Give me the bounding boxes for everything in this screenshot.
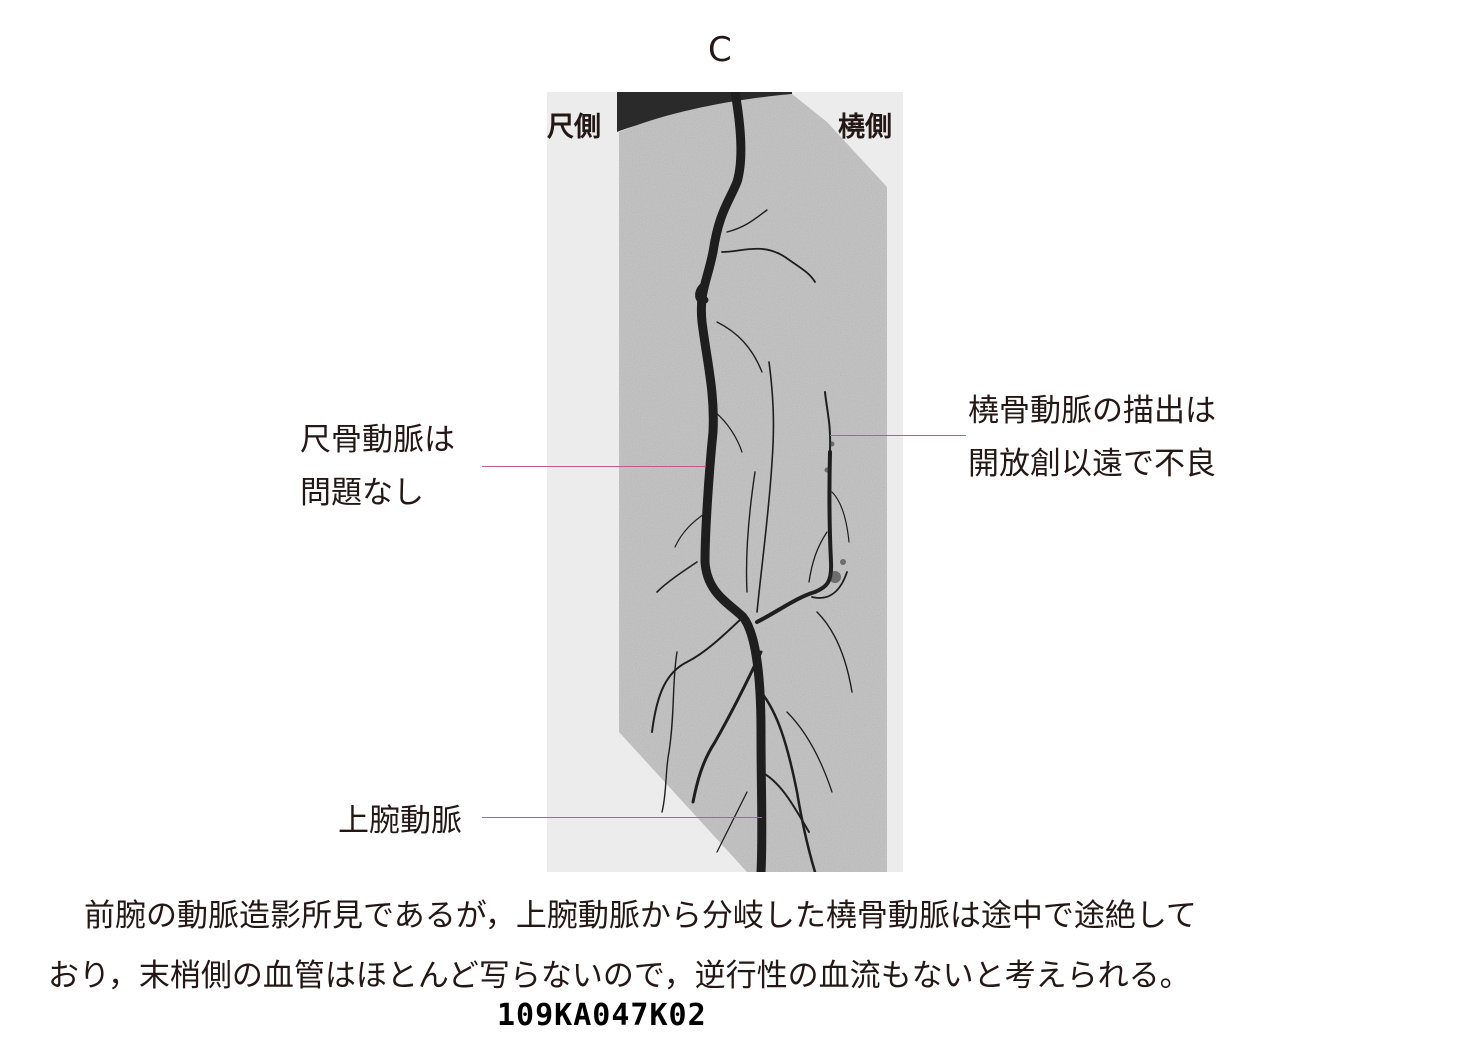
radial-annotation-line2: 開放創以遠で不良 [968, 446, 1216, 482]
radial-leader-line [830, 435, 966, 436]
caption-line2: おり，末梢側の血管はほとんど写らないので，逆行性の血流もないと考えられる。 [48, 958, 1191, 994]
angiogram-image [547, 92, 903, 872]
ulnar-leader-line [482, 466, 706, 467]
brachial-artery-annotation: 上腕動脈 [338, 803, 462, 839]
radial-artery-annotation: 橈骨動脈の描出は 開放創以遠で不良 [968, 385, 1216, 491]
radial-side-label: 橈側 [838, 112, 892, 143]
caption-line1: 前腕の動脈造影所見であるが，上腕動脈から分岐した橈骨動脈は途中で途絶して [84, 898, 1197, 934]
ulnar-annotation-line1: 尺骨動脈は [300, 422, 455, 458]
radial-annotation-line1: 橈骨動脈の描出は [968, 393, 1216, 429]
brachial-leader-line [482, 817, 762, 818]
figure-code: 109KA047K02 [497, 998, 707, 1033]
panel-letter: C [708, 30, 732, 70]
ulnar-annotation-line2: 問題なし [300, 475, 424, 511]
ulnar-side-label: 尺側 [547, 112, 601, 143]
figure-caption: 前腕の動脈造影所見であるが，上腕動脈から分岐した橈骨動脈は途中で途絶して おり，… [48, 886, 1428, 1006]
ulnar-artery-annotation: 尺骨動脈は 問題なし [300, 414, 455, 520]
